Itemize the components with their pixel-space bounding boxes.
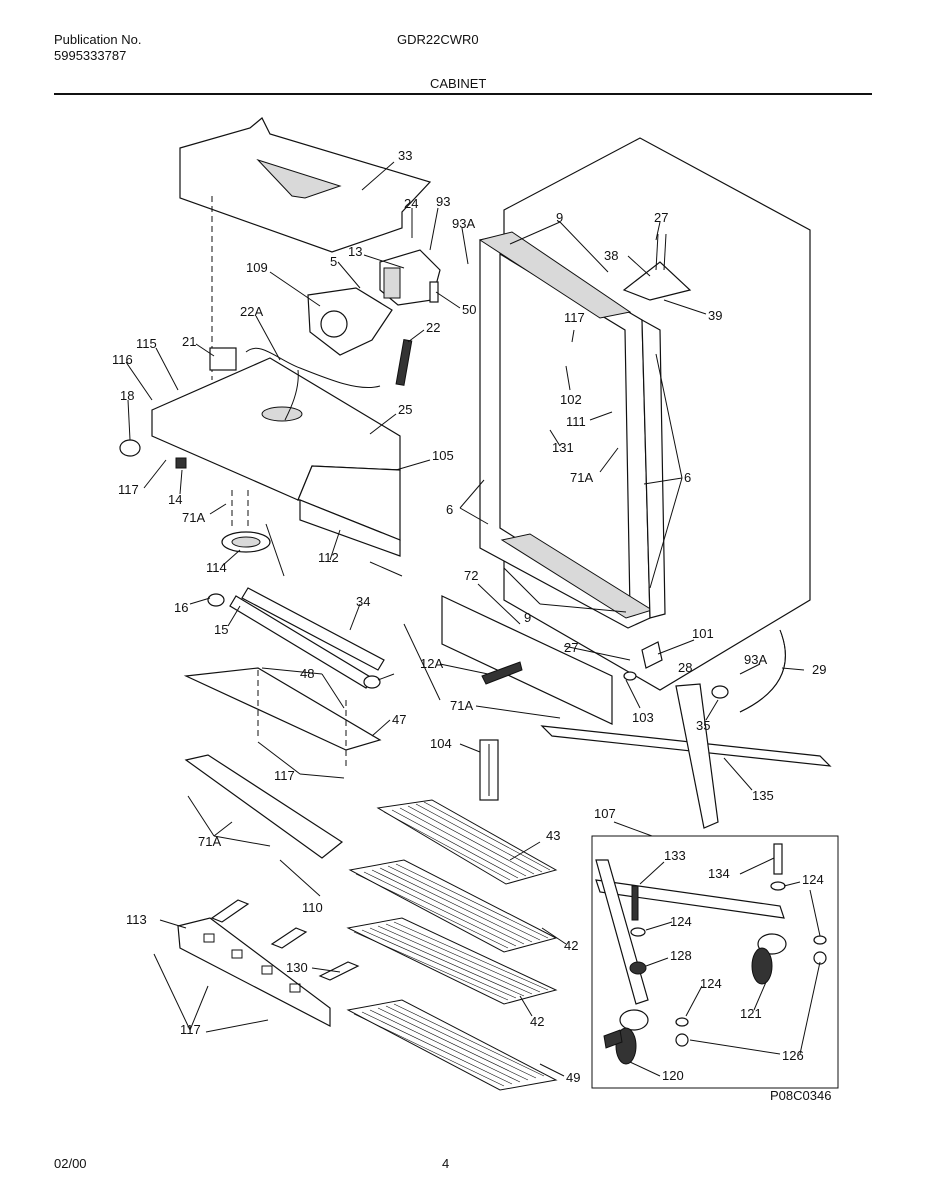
callout-33: 33 — [398, 148, 412, 163]
callout-116: 116 — [112, 352, 133, 367]
callout-71a-d: 71A — [450, 698, 473, 713]
callout-102: 102 — [560, 392, 582, 407]
callout-39: 39 — [708, 308, 722, 323]
callout-35: 35 — [696, 718, 710, 733]
callout-120: 120 — [662, 1068, 684, 1083]
callout-16-a: 16 — [174, 600, 188, 615]
callout-134: 134 — [708, 866, 730, 881]
callout-22: 22 — [426, 320, 440, 335]
callout-24: 24 — [404, 196, 418, 211]
caster-parts — [595, 843, 827, 1065]
callout-42-a: 42 — [564, 938, 578, 953]
callout-128: 128 — [670, 948, 692, 963]
callout-111: 111 — [566, 414, 586, 429]
toe-grille-part — [441, 595, 613, 725]
callout-27-b: 27 — [564, 640, 578, 655]
callout-124-a: 124 — [802, 872, 824, 887]
callout-133: 133 — [664, 848, 686, 863]
wire-shelves-part — [346, 799, 558, 1091]
callout-6-b: 6 — [446, 502, 453, 517]
callout-112: 112 — [318, 550, 339, 565]
callout-103: 103 — [632, 710, 654, 725]
callout-124-c: 124 — [700, 976, 722, 991]
callout-9-b: 9 — [524, 610, 531, 625]
publication-label: Publication No. — [54, 32, 142, 47]
callout-71a-c: 71A — [570, 470, 593, 485]
cabinet-body-part — [478, 137, 811, 691]
callout-117-a: 117 — [118, 482, 139, 497]
callout-121: 121 — [740, 1006, 762, 1021]
drip-shelf-part — [183, 667, 382, 751]
callout-113: 113 — [126, 912, 147, 927]
callout-117-b: 117 — [274, 768, 295, 783]
callout-93a: 93A — [452, 216, 475, 231]
leg-bar-part — [540, 725, 832, 767]
header-rule — [54, 93, 872, 95]
diagram-code: P08C0346 — [770, 1088, 831, 1103]
callout-71a-a: 71A — [182, 510, 205, 525]
callout-34: 34 — [356, 594, 370, 609]
callout-109: 109 — [246, 260, 268, 275]
callout-126: 126 — [782, 1048, 804, 1063]
leader-lines — [125, 161, 821, 1077]
thermostat-knob-part — [119, 439, 141, 457]
callout-50: 50 — [462, 302, 476, 317]
callout-72: 72 — [464, 568, 478, 583]
callout-14: 14 — [168, 492, 182, 507]
callout-104: 104 — [430, 736, 452, 751]
callout-labels: 33 24 93 93A 13 5 109 50 22A 22 21 115 1… — [112, 148, 831, 1103]
publication-number-block: Publication No. 5995333787 — [54, 32, 141, 64]
callout-101: 101 — [692, 626, 714, 641]
callout-105: 105 — [432, 448, 454, 463]
top-hinge-part — [622, 261, 692, 301]
footer-date: 02/00 — [54, 1156, 87, 1171]
callout-5: 5 — [330, 254, 337, 269]
evaporator-cover-part — [151, 357, 401, 546]
callout-107: 107 — [594, 806, 616, 821]
callout-12a: 12A — [420, 656, 443, 671]
tube-parts — [207, 587, 385, 689]
callout-131: 131 — [552, 440, 574, 455]
callout-29: 29 — [812, 662, 826, 677]
callout-18: 18 — [120, 388, 134, 403]
channel-part — [184, 754, 344, 859]
wire-harness-part — [245, 347, 381, 389]
callout-42-b: 42 — [530, 1014, 544, 1029]
callout-93: 93 — [436, 194, 450, 209]
callout-15: 15 — [214, 622, 228, 637]
callout-6-a: 6 — [684, 470, 691, 485]
callout-9-a: 9 — [556, 210, 563, 225]
page-number: 4 — [442, 1156, 450, 1171]
callout-117-c: 117 — [180, 1022, 201, 1037]
caster-inset-box — [591, 835, 839, 1089]
top-shroud-part — [179, 117, 432, 380]
callout-124-b: 124 — [670, 914, 692, 929]
callout-27-a: 27 — [654, 210, 668, 225]
callout-21: 21 — [182, 334, 196, 349]
callout-135: 135 — [752, 788, 774, 803]
callout-28: 28 — [678, 660, 692, 675]
callout-71a-b: 71A — [198, 834, 221, 849]
callout-47: 47 — [392, 712, 406, 727]
drain-tray-part — [177, 917, 331, 1027]
section-title: CABINET — [430, 76, 487, 91]
callout-130: 130 — [286, 960, 308, 975]
callout-22a: 22A — [240, 304, 263, 319]
callout-48: 48 — [300, 666, 314, 681]
callout-114: 114 — [206, 560, 227, 575]
callout-38: 38 — [604, 248, 618, 263]
callout-117-d: 117 — [564, 310, 585, 325]
callout-93a-b: 93A — [744, 652, 767, 667]
publication-number: 5995333787 — [54, 48, 127, 63]
callout-13: 13 — [348, 244, 362, 259]
fan-housing-part — [307, 249, 441, 356]
callout-110: 110 — [302, 900, 323, 915]
wire-shelf-grid — [353, 801, 551, 1087]
callout-49: 49 — [566, 1070, 580, 1085]
callout-43: 43 — [546, 828, 560, 843]
model-number: GDR22CWR0 — [397, 32, 479, 47]
callout-25: 25 — [398, 402, 412, 417]
callout-115: 115 — [136, 336, 157, 351]
